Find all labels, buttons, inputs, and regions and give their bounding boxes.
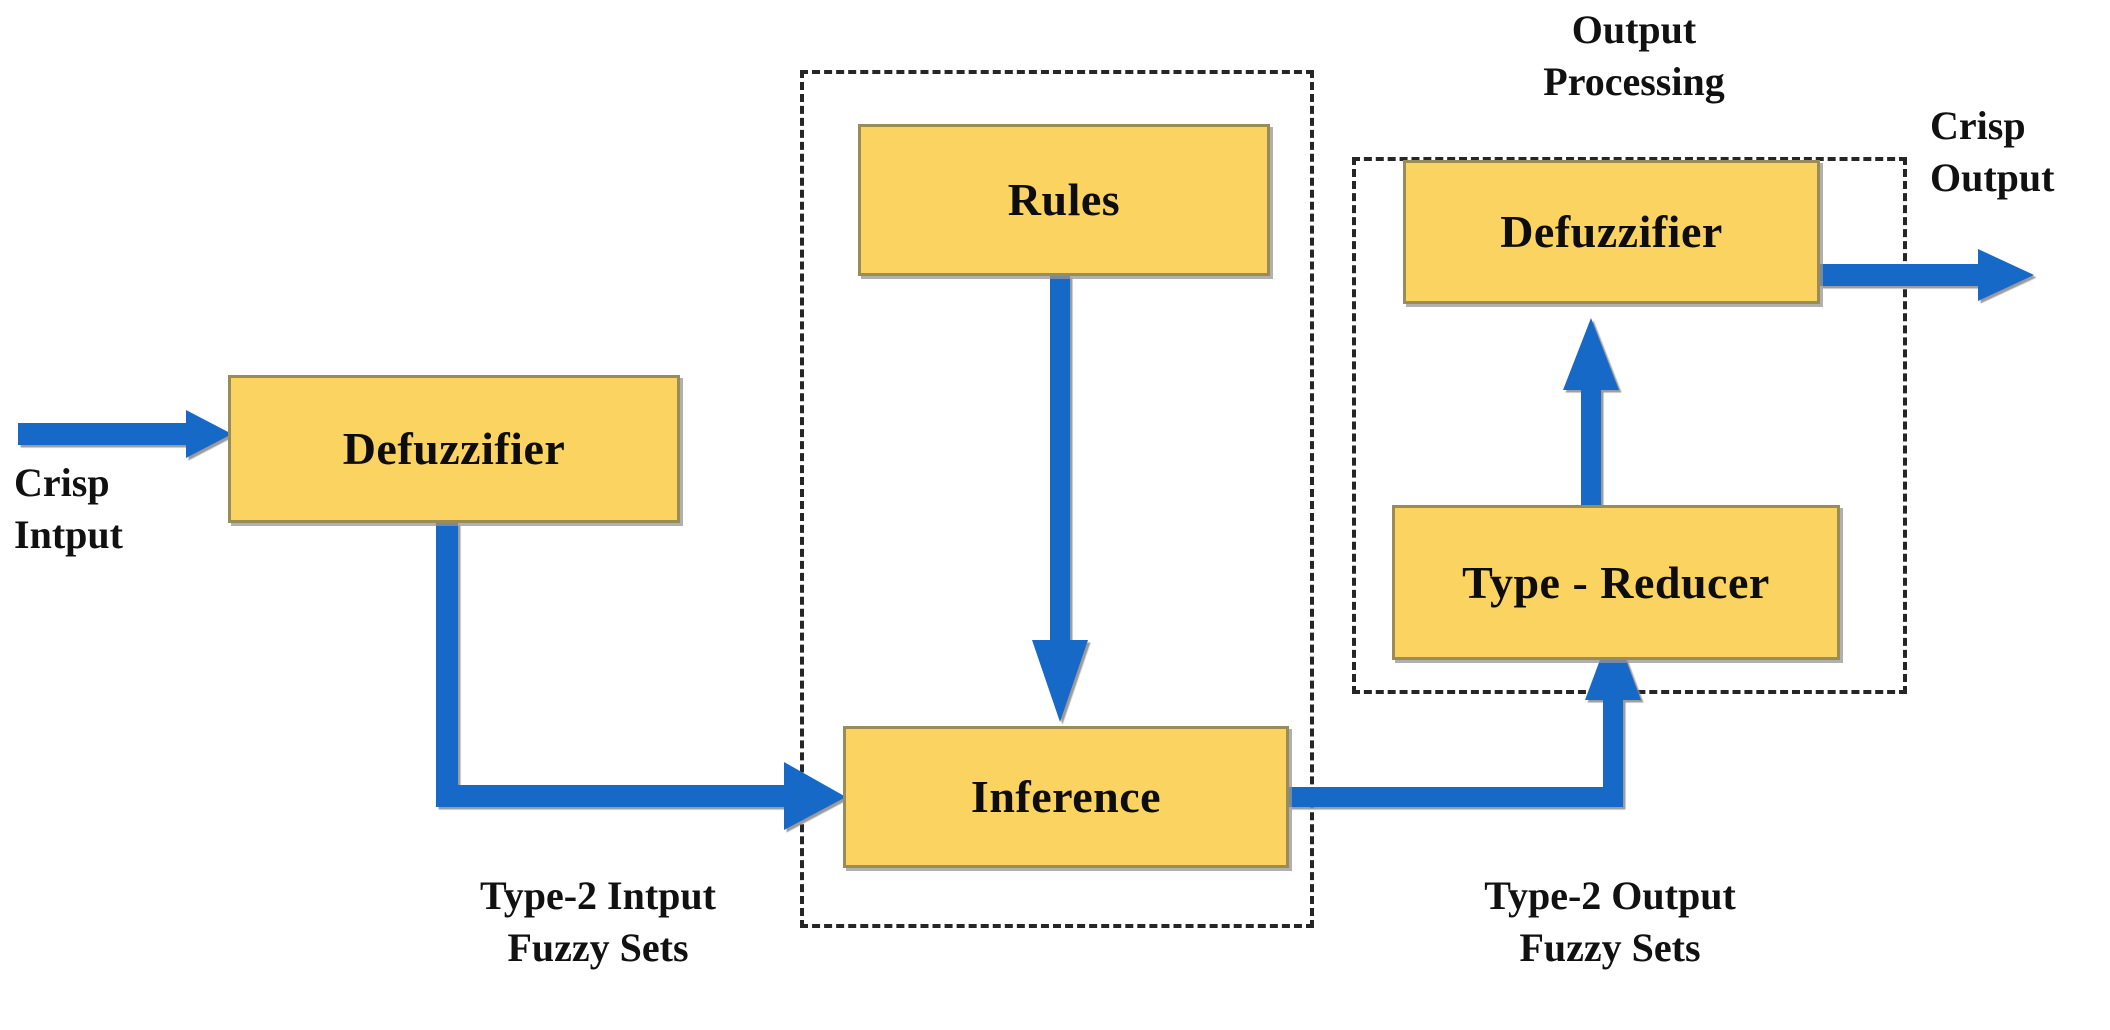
node-rules-label: Rules [1007,174,1121,225]
caption-type2-input-fuzzy-sets: Type-2 Intput Fuzzy Sets [480,873,716,970]
node-type-reducer[interactable]: Type - Reducer [1392,505,1840,660]
node-inference-label: Inference [970,771,1162,822]
caption-crisp-output: Crisp Output [1930,103,2055,200]
node-fuzzifier[interactable]: Defuzzifier [228,375,680,523]
wire-crisp-input-to-fuzzifier [18,410,232,458]
inference-group-box [800,70,1314,928]
wire-fuzzifier-to-inference [436,523,846,830]
node-defuzzifier-label: Defuzzifier [1500,206,1723,257]
node-rules[interactable]: Rules [858,124,1270,276]
node-type-reducer-label: Type - Reducer [1462,556,1770,608]
node-defuzzifier[interactable]: Defuzzifier [1403,160,1820,304]
caption-type2-output-fuzzy-sets: Type-2 Output Fuzzy Sets [1484,873,1736,970]
node-inference[interactable]: Inference [843,726,1289,868]
caption-output-processing: Output Processing [1543,7,1725,104]
node-fuzzifier-label: Defuzzifier [342,423,566,474]
caption-crisp-input: Crisp Intput [14,460,123,557]
